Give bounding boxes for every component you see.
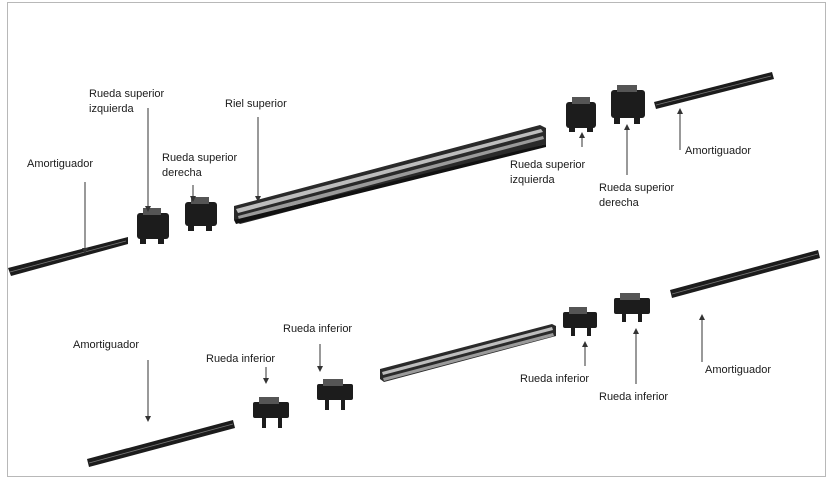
- label-rueda-superior-izquierda-2: Rueda superior: [510, 159, 586, 171]
- upper-wheel-left-2: [566, 97, 596, 132]
- lower-wheel-4: [614, 293, 650, 322]
- upper-rail: [234, 125, 546, 224]
- lower-wheel-3: [563, 307, 597, 336]
- label-rueda-superior-derecha-2: Rueda superior: [599, 182, 675, 194]
- lower-rail: [380, 324, 556, 382]
- upper-wheel-left-1: [137, 208, 169, 244]
- leader-lines: [84, 108, 703, 420]
- label-rueda-inferior-1: Rueda inferior: [206, 353, 276, 365]
- label-rueda-superior-derecha-1: Rueda superior: [162, 152, 238, 164]
- leader-arrowheads: [82, 108, 705, 422]
- label-rueda-inferior-2: Rueda inferior: [283, 323, 353, 335]
- label-amortiguador-bottom-right: Amortiguador: [705, 364, 772, 376]
- lower-wheel-2: [317, 379, 353, 410]
- label-derecha-1: derecha: [162, 167, 202, 179]
- label-derecha-2: derecha: [599, 197, 639, 209]
- label-izquierda-2: izquierda: [510, 174, 555, 186]
- diagram-frame: [7, 2, 826, 477]
- label-amortiguador-top-right: Amortiguador: [685, 145, 752, 157]
- label-amortiguador-top-left: Amortiguador: [27, 158, 94, 170]
- label-rueda-inferior-4: Rueda inferior: [599, 391, 669, 403]
- lower-wheel-1: [253, 397, 289, 428]
- label-rueda-inferior-3: Rueda inferior: [520, 373, 590, 385]
- upper-wheel-right-1: [185, 197, 217, 231]
- label-amortiguador-bottom-left: Amortiguador: [73, 339, 140, 351]
- upper-wheel-right-2: [611, 85, 645, 124]
- label-rueda-superior-left: Rueda superior: [89, 88, 165, 100]
- label-izquierda-left: izquierda: [89, 103, 134, 115]
- label-riel-superior: Riel superior: [225, 98, 287, 110]
